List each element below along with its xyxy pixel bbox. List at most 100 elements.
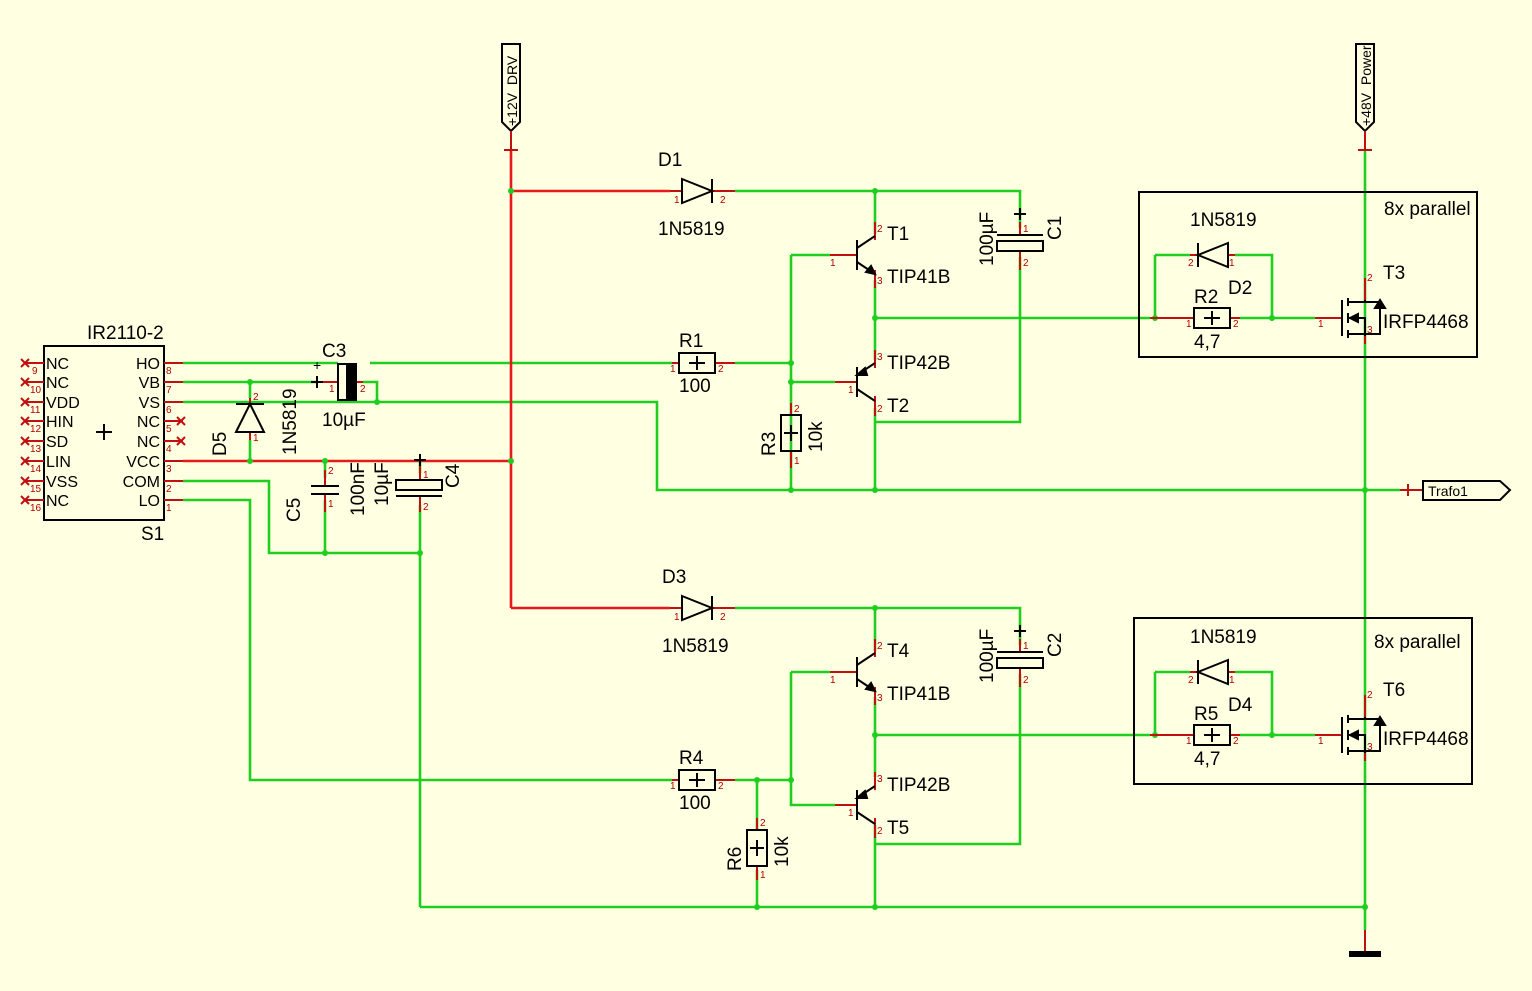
ic-ir2110[interactable]: IR2110-2 S1 NC NC VDD HIN SD LIN VSS NC … (20, 323, 186, 545)
c4-value: 10µF (372, 462, 393, 506)
ic-ref: S1 (141, 524, 164, 545)
pin-label: NC (46, 493, 69, 510)
svg-text:2: 2 (1023, 258, 1029, 269)
svg-text:2: 2 (718, 364, 724, 375)
svg-text:1: 1 (1229, 258, 1235, 269)
pin-number: 8 (166, 366, 172, 377)
c5-ref: C5 (284, 498, 305, 522)
pin-label: NC (46, 356, 69, 373)
svg-text:2: 2 (760, 818, 766, 829)
svg-text:1: 1 (1318, 736, 1324, 747)
svg-text:1: 1 (1229, 675, 1235, 686)
pin-label: COM (123, 474, 160, 491)
svg-text:3: 3 (877, 276, 883, 287)
capacitor-c2[interactable]: 12 C2 100µF (977, 625, 1066, 687)
t4-ref: T4 (887, 641, 910, 662)
pin-number: 13 (30, 444, 42, 455)
capacitor-c1[interactable]: 12 C1 100µF (977, 208, 1066, 270)
transistor-t2[interactable]: 132 TIP42B T2 (835, 350, 950, 417)
mosfet-block-1[interactable]: 8x parallel 123 T3 IRFP4468 (1138, 191, 1478, 358)
t6-ref: T6 (1383, 680, 1405, 701)
r5-value: 4,7 (1194, 749, 1220, 770)
pin-number: 10 (30, 385, 42, 396)
pin-label: HO (136, 356, 160, 373)
pin-label: VB (139, 375, 160, 392)
pin-number: 16 (30, 503, 42, 514)
t6-value: IRFP4468 (1383, 729, 1469, 750)
r1-value: 100 (679, 376, 711, 397)
capacitor-c5[interactable]: 2 1 C5 100nF (284, 462, 369, 522)
pin-label: VDD (46, 395, 80, 412)
pin-label: VCC (126, 454, 160, 471)
svg-text:+: + (313, 357, 321, 373)
svg-text:1: 1 (674, 195, 680, 206)
pin-label: VSS (46, 474, 78, 491)
r5-ref: R5 (1194, 704, 1218, 725)
pin-number: 3 (166, 464, 172, 475)
svg-text:2: 2 (1188, 258, 1194, 269)
parallel-note-1: 8x parallel (1384, 199, 1471, 220)
pin-label: NC (137, 434, 160, 451)
port-trafo1[interactable]: Trafo1 (1400, 480, 1512, 501)
wires (183, 150, 1400, 930)
c4-ref: C4 (443, 463, 464, 488)
port-48v[interactable]: +48V_Power (1355, 43, 1375, 151)
pin-label: VS (139, 395, 160, 412)
d4-value: 1N5819 (1190, 627, 1257, 648)
svg-text:2: 2 (1188, 675, 1194, 686)
resistor-r6[interactable]: 21 R6 10k (725, 818, 793, 881)
pin-label: NC (137, 414, 160, 431)
transistor-t5[interactable]: 132 TIP42B T5 (835, 772, 950, 839)
pin-number: 11 (30, 405, 41, 416)
svg-text:1: 1 (329, 384, 335, 395)
t2-ref: T2 (887, 396, 909, 417)
c1-ref: C1 (1045, 216, 1066, 240)
svg-text:2: 2 (720, 195, 726, 206)
d5-value: 1N5819 (280, 388, 301, 455)
c5-value: 100nF (348, 462, 369, 516)
capacitor-c4[interactable]: 12 C4 10µF (372, 454, 464, 513)
svg-text:1: 1 (1023, 224, 1029, 235)
t3-ref: T3 (1383, 263, 1405, 284)
pin-number: 6 (166, 405, 172, 416)
svg-text:1: 1 (760, 870, 766, 881)
pin-label: NC (46, 375, 69, 392)
svg-text:2: 2 (1367, 273, 1373, 284)
diode-d5[interactable]: 21 D5 1N5819 (210, 388, 301, 456)
port-48v-label: +48V_Power (1358, 45, 1374, 126)
svg-text:1: 1 (794, 456, 800, 467)
svg-text:3: 3 (877, 693, 883, 704)
d3-ref: D3 (662, 567, 686, 588)
r1-ref: R1 (679, 331, 703, 352)
r2-ref: R2 (1194, 287, 1218, 308)
svg-text:2: 2 (877, 404, 883, 415)
resistor-r3[interactable]: 21 R3 10k (759, 403, 827, 468)
d3-value: 1N5819 (662, 636, 729, 657)
mosfet-block-2[interactable]: 8x parallel 123 T6 IRFP4468 (1133, 617, 1473, 785)
pin-label: LO (139, 493, 160, 510)
t1-value: TIP41B (887, 267, 950, 288)
svg-text:1: 1 (848, 808, 854, 819)
transistor-t4[interactable]: 123 T4 TIP41B (830, 639, 950, 705)
r3-value: 10k (806, 421, 827, 452)
svg-text:3: 3 (1367, 742, 1373, 753)
c2-ref: C2 (1045, 633, 1066, 657)
d2-value: 1N5819 (1190, 210, 1257, 231)
port-12v[interactable]: +12V_DRV (501, 43, 521, 151)
d1-value: 1N5819 (658, 219, 725, 240)
t5-value: TIP42B (887, 775, 950, 796)
svg-text:2: 2 (328, 466, 334, 477)
transistor-t1[interactable]: 123 T1 TIP41B (830, 222, 950, 288)
svg-text:1: 1 (1186, 319, 1192, 330)
svg-text:1: 1 (328, 499, 334, 510)
svg-text:3: 3 (877, 774, 883, 785)
